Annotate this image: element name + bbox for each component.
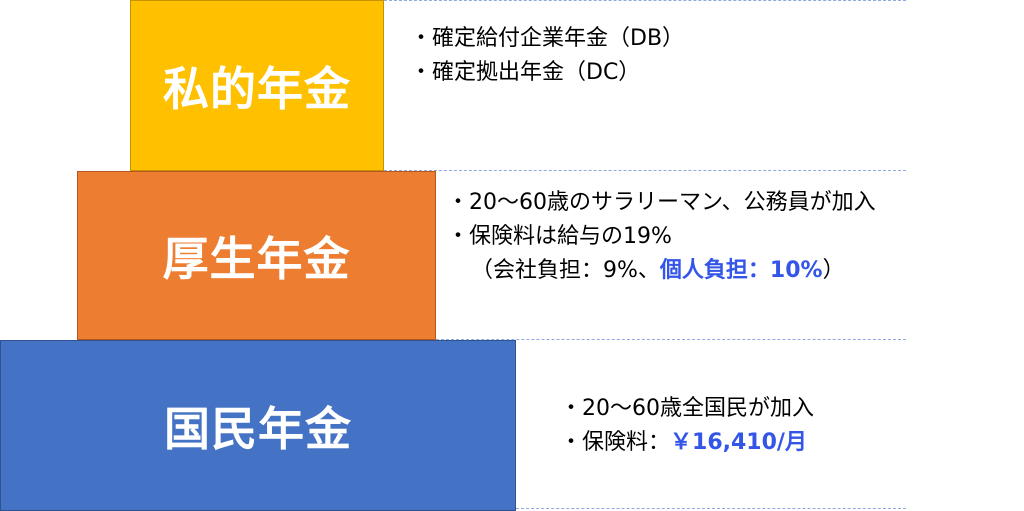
- separator-line-private: [384, 170, 906, 171]
- private-pension-item-dc: ・確定拠出年金（DC）: [410, 60, 641, 85]
- employee-pension-block: 厚生年金: [77, 171, 436, 340]
- employee-pension-company-share: （会社負担：9%、: [471, 258, 660, 283]
- private-pension-description: ・確定給付企業年金（DB） ・確定拠出年金（DC）: [410, 22, 684, 90]
- separator-line-bottom: [516, 508, 906, 509]
- employee-pension-eligibility: ・20～60歳のサラリーマン、公務員が加入: [447, 190, 876, 215]
- national-pension-label: 国民年金: [164, 401, 352, 456]
- employee-pension-label: 厚生年金: [162, 231, 351, 286]
- employee-pension-breakdown-close: ）: [822, 258, 845, 283]
- employee-pension-description: ・20～60歳のサラリーマン、公務員が加入 ・保険料は給与の19% （会社負担：…: [447, 186, 876, 288]
- national-pension-premium: ・保険料：￥16,410/月: [560, 426, 814, 460]
- private-pension-block: 私的年金: [130, 0, 384, 171]
- national-pension-premium-label: ・保険料：: [560, 430, 671, 455]
- national-pension-eligibility: ・20～60歳全国民が加入: [560, 396, 814, 421]
- separator-line-top: [384, 0, 906, 1]
- private-pension-item-db: ・確定給付企業年金（DB）: [410, 26, 685, 51]
- separator-line-employee: [436, 339, 906, 340]
- private-pension-label: 私的年金: [163, 61, 351, 116]
- national-pension-premium-amount: ￥16,410/月: [670, 430, 807, 455]
- national-pension-description: ・20～60歳全国民が加入 ・保険料：￥16,410/月: [560, 392, 814, 460]
- national-pension-block: 国民年金: [0, 340, 516, 511]
- employee-pension-premium: ・保険料は給与の19%: [447, 224, 672, 249]
- employee-pension-breakdown: （会社負担：9%、個人負担：10%）: [447, 254, 876, 288]
- employee-pension-personal-share: 個人負担：10%: [659, 258, 823, 283]
